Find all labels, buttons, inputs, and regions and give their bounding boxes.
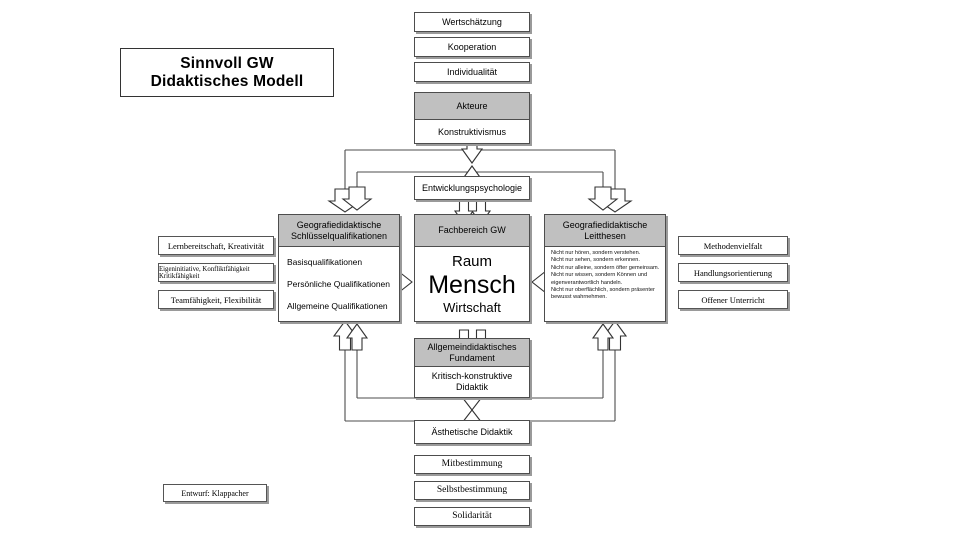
top-box-wertschaetzung[interactable]: Wertschätzung	[414, 12, 530, 32]
qualification-item: Persönliche Qualifikationen	[287, 279, 391, 289]
developmental-psychology-box[interactable]: Entwicklungspsychologie	[414, 176, 530, 200]
subject-line-raum: Raum	[451, 252, 492, 270]
top-box-label: Wertschätzung	[442, 16, 502, 27]
key-qualifications-header-line-2: Schlüsselqualifikationen	[290, 230, 388, 241]
guiding-theses-body: Nicht nur hören, sondern verstehen. Nich…	[545, 247, 665, 321]
side-box-label: Handlungsorientierung	[693, 267, 773, 278]
side-box-label: Teamfähigkeit, Flexibilität	[170, 294, 262, 305]
bottom-box-solidaritaet[interactable]: Solidarität	[414, 507, 530, 526]
subject-line-wirtschaft: Wirtschaft	[443, 299, 501, 315]
page-title: Sinnvoll GW Didaktisches Modell	[120, 48, 334, 97]
foundation-body-line-2: Didaktik	[455, 382, 488, 392]
bottom-box-selbstbestimmung[interactable]: Selbstbestimmung	[414, 481, 530, 500]
top-box-kooperation[interactable]: Kooperation	[414, 37, 530, 57]
side-box-label: Eigeninitiative, Konfliktfähigkeit Kriti…	[159, 265, 250, 280]
side-box-methodenvielfalt[interactable]: Methodenvielfalt	[678, 236, 788, 255]
bottom-box-mitbestimmung[interactable]: Mitbestimmung	[414, 455, 530, 474]
foundation-body: Kritisch-konstruktive Didaktik	[415, 367, 529, 397]
side-box-label: Methodenvielfalt	[703, 240, 763, 251]
thesis-item: Nicht nur alleine, sondern öfter gemeins…	[551, 264, 660, 271]
side-box-label: Lernbereitschaft, Kreativität	[167, 240, 265, 251]
actors-header: Akteure	[415, 93, 529, 120]
side-box-teamfaehigkeit[interactable]: Teamfähigkeit, Flexibilität	[158, 290, 274, 309]
guiding-theses-panel[interactable]: Geografiedidaktische Leitthesen Nicht nu…	[544, 214, 666, 322]
side-box-label: Offener Unterricht	[701, 294, 765, 305]
developmental-psychology-label: Entwicklungspsychologie	[421, 183, 523, 193]
key-qualifications-body: Basisqualifikationen Persönliche Qualifi…	[279, 247, 399, 321]
foundation-body-line-1: Kritisch-konstruktive	[431, 371, 513, 381]
key-qualifications-header: Geografiedidaktische Schlüsselqualifikat…	[279, 215, 399, 247]
bottom-box-label: Selbstbestimmung	[436, 485, 508, 495]
guiding-theses-header-line-1: Geografiedidaktische	[562, 219, 648, 230]
thesis-item: Nicht nur oberflächlich, sondern präsent…	[551, 287, 655, 301]
thesis-item: Nicht nur hören, sondern verstehen.	[551, 250, 641, 256]
subject-area-panel[interactable]: Fachbereich GW Raum Mensch Wirtschaft	[414, 214, 530, 322]
author-credit-box: Entwurf: Klappacher	[163, 484, 267, 502]
aesthetic-didactics-box[interactable]: Ästhetische Didaktik	[414, 420, 530, 444]
top-box-individualitaet[interactable]: Individualität	[414, 62, 530, 82]
foundation-header: Allgemeindidaktisches Fundament	[415, 339, 529, 367]
subject-line-mensch: Mensch	[428, 270, 516, 299]
key-qualifications-header-line-1: Geografiedidaktische	[296, 219, 382, 230]
qualification-item: Basisqualifikationen	[287, 257, 363, 267]
thesis-item: Nicht nur sehen, sondern erkennen.	[551, 257, 640, 264]
bottom-box-label: Solidarität	[452, 511, 492, 521]
qualification-item: Allgemeine Qualifikationen	[287, 301, 388, 311]
thesis-item: Nicht nur wissen, sondern Können und eig…	[551, 272, 648, 286]
subject-area-header-label: Fachbereich GW	[438, 225, 506, 235]
side-box-offener-unterricht[interactable]: Offener Unterricht	[678, 290, 788, 309]
side-box-handlungsorientierung[interactable]: Handlungsorientierung	[678, 263, 788, 282]
actors-box[interactable]: Akteure Konstruktivismus	[414, 92, 530, 144]
general-didactics-foundation-box[interactable]: Allgemeindidaktisches Fundament Kritisch…	[414, 338, 530, 398]
subject-area-body: Raum Mensch Wirtschaft	[415, 247, 529, 321]
actors-header-label: Akteure	[456, 100, 488, 111]
subject-area-header: Fachbereich GW	[415, 215, 529, 247]
guiding-theses-header-line-2: Leitthesen	[584, 230, 626, 241]
side-box-eigeninitiative[interactable]: Eigeninitiative, Konfliktfähigkeit Kriti…	[158, 263, 274, 282]
aesthetic-didactics-label: Ästhetische Didaktik	[431, 427, 513, 437]
author-credit-label: Entwurf: Klappacher	[181, 488, 249, 498]
side-box-lernbereitschaft[interactable]: Lernbereitschaft, Kreativität	[158, 236, 274, 255]
actors-body: Konstruktivismus	[415, 120, 529, 143]
guiding-theses-header: Geografiedidaktische Leitthesen	[545, 215, 665, 247]
foundation-header-line-1: Allgemeindidaktisches	[427, 341, 517, 352]
actors-body-label: Konstruktivismus	[437, 126, 507, 137]
key-qualifications-panel[interactable]: Geografiedidaktische Schlüsselqualifikat…	[278, 214, 400, 322]
top-box-label: Kooperation	[447, 41, 497, 52]
title-line-2: Didaktisches Modell	[150, 72, 304, 90]
foundation-header-line-2: Fundament	[449, 352, 495, 363]
top-box-label: Individualität	[446, 66, 498, 77]
bottom-box-label: Mitbestimmung	[441, 459, 503, 469]
title-line-1: Sinnvoll GW	[180, 54, 274, 72]
